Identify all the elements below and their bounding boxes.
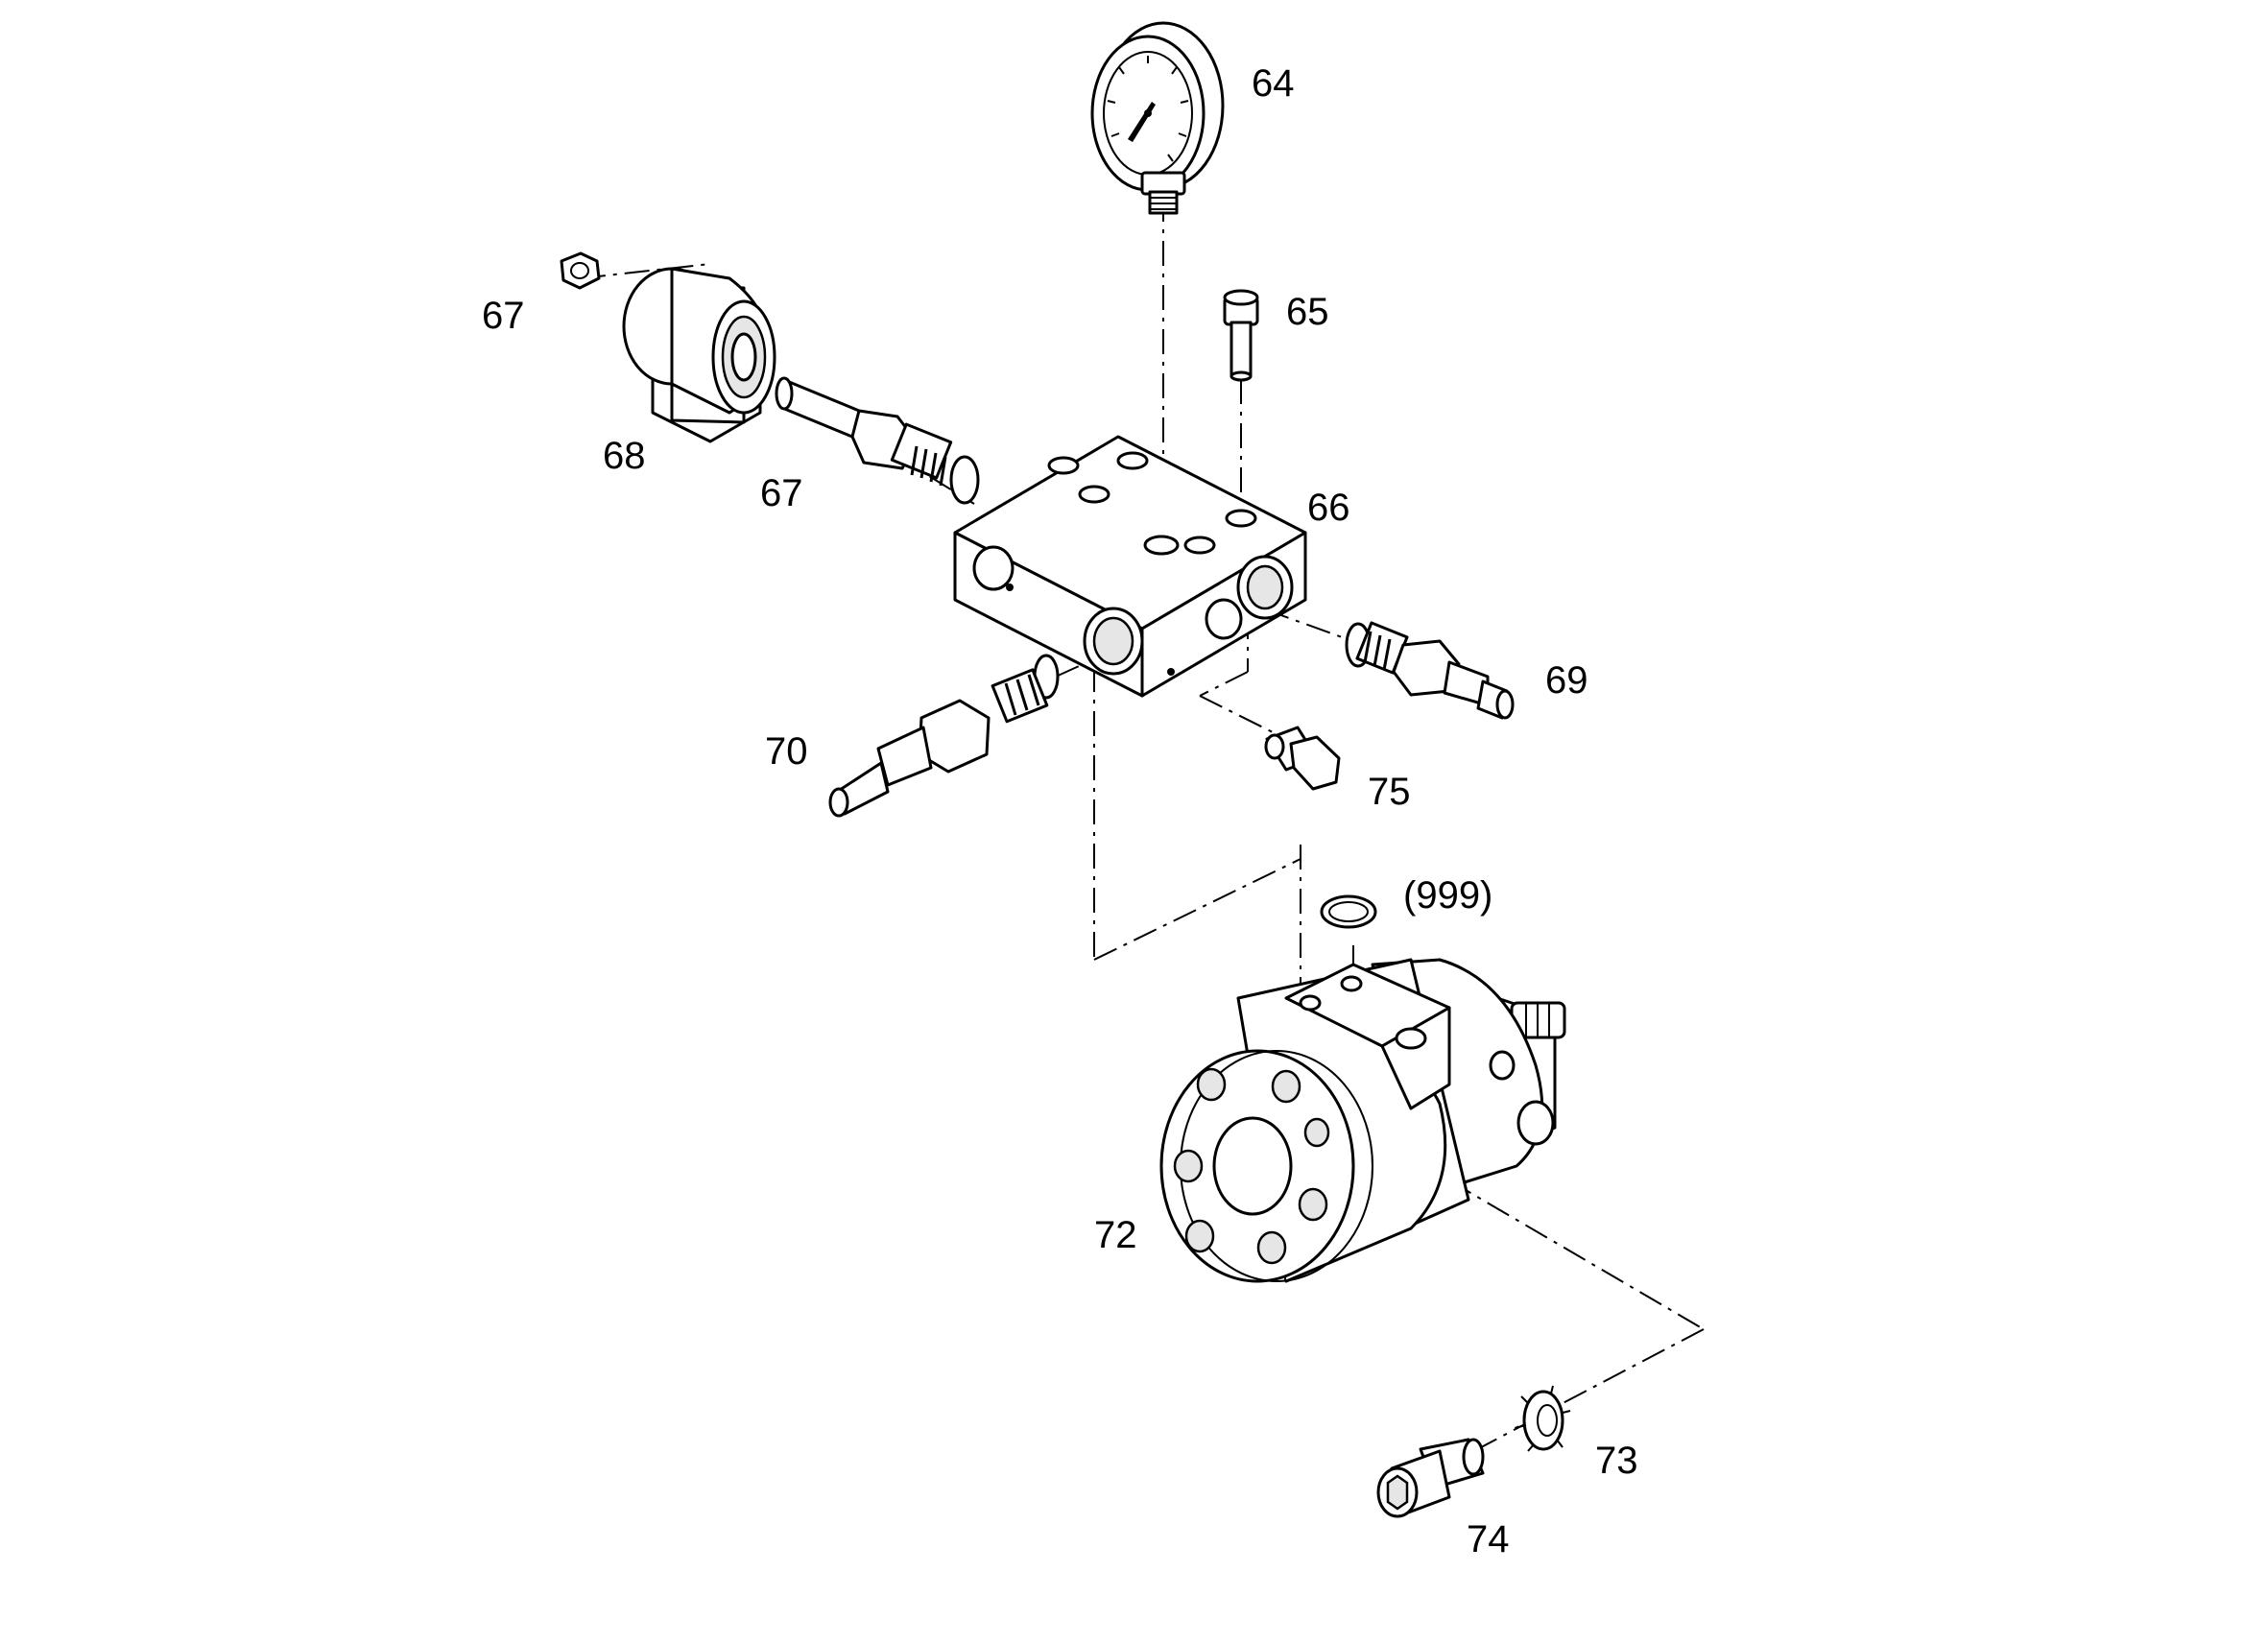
relief-valve-cartridge-right	[1345, 621, 1515, 720]
callout-73: 73	[1595, 1440, 1638, 1482]
callout-67-cartridge: 67	[760, 472, 803, 514]
callout-67-nut: 67	[482, 295, 525, 337]
valve-block	[953, 435, 1307, 698]
callout-69: 69	[1545, 659, 1588, 702]
callout-75: 75	[1368, 771, 1411, 813]
callout-74: 74	[1467, 1518, 1510, 1561]
callout-68: 68	[603, 435, 646, 477]
o-ring	[1320, 894, 1377, 929]
callout-70: 70	[765, 730, 808, 773]
fitting	[1264, 726, 1341, 791]
callout-65: 65	[1286, 291, 1329, 333]
solenoid-coil	[622, 267, 776, 443]
callout-999: (999)	[1403, 874, 1492, 917]
lock-washer	[1517, 1385, 1571, 1452]
socket-head-screw	[1223, 289, 1259, 382]
nut	[560, 251, 601, 290]
callout-72: 72	[1094, 1214, 1137, 1256]
callout-64: 64	[1252, 62, 1295, 105]
solenoid-valve-cartridge	[775, 376, 980, 505]
relief-valve-cartridge-left	[828, 654, 1060, 818]
callout-66: 66	[1307, 487, 1350, 529]
hydraulic-motor	[1159, 958, 1566, 1283]
callout-labels: 64 65 66 67 67 68 69 70 72 73 74 75 (999…	[482, 62, 1638, 1561]
cap-screw	[1376, 1438, 1485, 1518]
pressure-gauge	[1090, 21, 1225, 215]
